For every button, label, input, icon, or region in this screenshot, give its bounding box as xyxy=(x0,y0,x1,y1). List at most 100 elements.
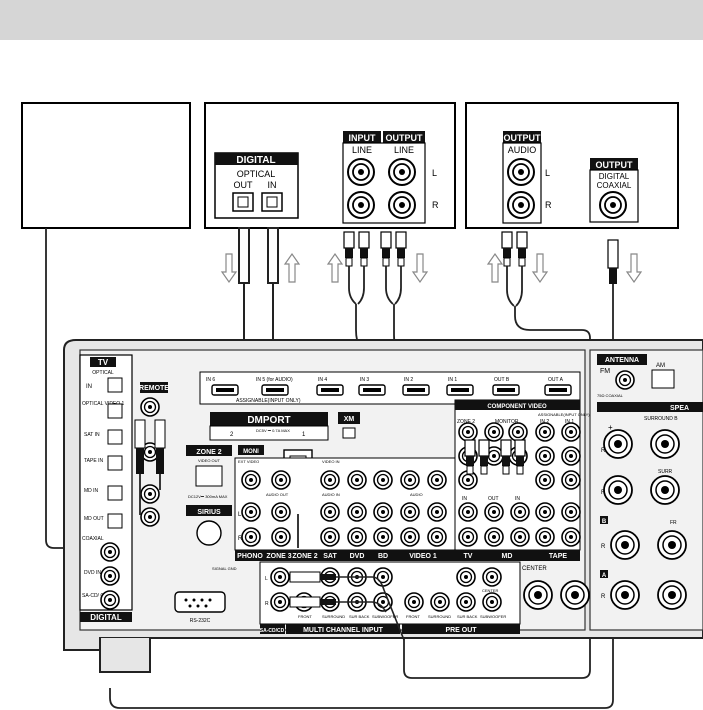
rs232c-label: RS-232C xyxy=(190,618,211,624)
optical-plugs-receiver xyxy=(134,419,166,474)
tv-title: TV xyxy=(98,358,109,367)
speaker-section: SPEA SURROUND B + R SURR R B FR R A R CE… xyxy=(522,402,703,610)
cable-routing xyxy=(139,474,299,548)
dvd-r-label: R xyxy=(432,200,439,210)
zone2-label: ZONE 2 xyxy=(196,449,221,456)
hdmi-in5: IN 5 (for AUDIO) xyxy=(256,377,293,383)
grid-r: R xyxy=(238,536,243,542)
cd-device-box xyxy=(465,102,679,229)
comp-in1: IN 1 xyxy=(565,419,574,425)
po-surback: SUR BACK xyxy=(457,614,478,619)
hdmi-row: IN 6 IN 5 (for AUDIO) IN 4 IN 3 IN 2 IN … xyxy=(199,371,581,405)
ext-video-label: EXT VIDEO xyxy=(238,459,259,464)
spk-r-2: R xyxy=(601,490,606,496)
digital-input-section: TV OPTICAL IN OPTICAL VIDEO 1 SAT IN TAP… xyxy=(79,354,133,622)
hdmi-outa: OUT A xyxy=(548,377,564,383)
cd-coaxial-panel: OUTPUT DIGITAL COAXIAL xyxy=(589,158,639,223)
input-label-strip: PHONO ZONE 3 ZONE 2 SAT DVD BD VIDEO 1 T… xyxy=(235,550,580,561)
component-assign: ASSIGNABLE(INPUT ONLY) xyxy=(538,412,590,417)
spk-plus-1: + xyxy=(608,423,613,432)
label-md: MD xyxy=(502,553,513,560)
cd-r-label: R xyxy=(545,200,552,210)
dmport-label: DMPORT xyxy=(247,415,290,426)
mc-l: L xyxy=(265,576,268,582)
am-label: AM xyxy=(656,363,665,369)
dc-note: DC12V⎓ 300mA MAX xyxy=(188,494,228,499)
cd-output-title: OUTPUT xyxy=(504,133,542,143)
sat-in-label: SAT IN xyxy=(84,432,100,438)
tv-in-label: IN xyxy=(86,384,92,390)
optical-out-label: OUT xyxy=(234,180,254,190)
antenna-section: ANTENNA FM 75Ω COAXIAL AM xyxy=(597,354,675,398)
mc-surround: SURROUND xyxy=(322,614,345,619)
spk-r-1: R xyxy=(601,448,606,454)
surround-b-label: SURROUND B xyxy=(644,416,678,422)
hdmi-in2: IN 2 xyxy=(404,377,413,383)
coaxial-75-label: 75Ω COAXIAL xyxy=(597,393,624,398)
remote-label: REMOTE xyxy=(139,385,169,392)
comp-zone2: ZONE 2 xyxy=(457,419,475,425)
optical-label: OPTICAL xyxy=(237,169,276,179)
tv-in-small: IN xyxy=(462,496,467,502)
output-title: OUTPUT xyxy=(386,133,424,143)
md-out-label: MD OUT xyxy=(84,516,104,522)
tv-device-box xyxy=(21,102,191,229)
hdmi-outb: OUT B xyxy=(494,377,510,383)
po-sub: SUBWOOFER xyxy=(480,614,506,619)
audio-in-label: AUDIO IN xyxy=(322,492,340,497)
spk-a: A xyxy=(602,573,607,579)
po-surround: SURROUND xyxy=(428,614,451,619)
label-phono: PHONO xyxy=(237,553,263,560)
cd-output-title-2: OUTPUT xyxy=(596,160,634,170)
component-video-label: COMPONENT VIDEO xyxy=(487,404,547,410)
digital-title: DIGITAL xyxy=(236,155,275,166)
audio-label: AUDIO xyxy=(410,492,423,497)
hdmi-in4: IN 4 xyxy=(318,377,327,383)
mc-r: R xyxy=(265,601,269,607)
monitor-label: MONI xyxy=(243,449,259,455)
optical-small: OPTICAL xyxy=(92,370,114,376)
video-in-label: VIDEO IN xyxy=(322,459,340,464)
md-in-small: IN xyxy=(515,496,520,502)
dvd-digital-panel: DIGITAL OPTICAL OUT IN xyxy=(214,152,299,219)
label-video1: VIDEO 1 xyxy=(409,553,437,560)
zone2-sirius-section: ZONE 2 VIDEO OUT DC12V⎓ 300mA MAX SIRIUS… xyxy=(186,445,264,546)
dmport-2: 2 xyxy=(230,432,234,438)
pre-out-label: PRE OUT xyxy=(445,627,477,634)
spk-r-3: R xyxy=(601,544,606,550)
coaxial-label: COAXIAL xyxy=(82,536,104,542)
spk-b: B xyxy=(602,519,607,525)
center-label: CENTER xyxy=(522,566,547,572)
cd-coax-cable xyxy=(109,239,619,709)
hdmi-in6: IN 6 xyxy=(206,377,215,383)
label-tv: TV xyxy=(464,553,473,560)
fr-label: FR xyxy=(670,520,677,526)
po-center: CENTER xyxy=(482,588,499,593)
input-title: INPUT xyxy=(349,133,377,143)
section-header-bar xyxy=(0,0,703,40)
optical-video1-label: OPTICAL VIDEO 1 xyxy=(82,401,125,407)
label-zone3: ZONE 3 xyxy=(266,553,291,560)
dvd-line-panel: INPUT OUTPUT LINE LINE L R xyxy=(342,131,439,224)
rs232c-port: RS-232C xyxy=(174,591,226,624)
dvd-in-label: DVD IN xyxy=(84,570,101,576)
line-out-label: LINE xyxy=(394,145,414,155)
speakers-label: SPEA xyxy=(670,405,689,412)
dmport-section: DMPORT 2 DC5V ⎓ 0.7A MAX 1 XM xyxy=(209,412,360,441)
comp-in2: IN 2 xyxy=(540,419,549,425)
label-sat: SAT xyxy=(323,553,337,560)
label-dvd: DVD xyxy=(350,553,365,560)
sacd-cd-label: SA-CD/CD xyxy=(260,628,285,634)
md-out-small: OUT xyxy=(488,496,499,502)
dvd-l-label: L xyxy=(432,168,437,178)
antenna-label: ANTENNA xyxy=(605,357,639,364)
dmport-1: 1 xyxy=(302,432,306,438)
hdmi-assign: ASSIGNABLE(INPUT ONLY) xyxy=(236,398,301,404)
md-in-label: MD IN xyxy=(84,488,99,494)
cd-digital-label: DIGITAL xyxy=(599,172,630,181)
label-zone2: ZONE 2 xyxy=(292,553,317,560)
label-bd: BD xyxy=(378,553,388,560)
spk-r-4: R xyxy=(601,594,606,600)
cd-audio-label: AUDIO xyxy=(508,145,537,155)
